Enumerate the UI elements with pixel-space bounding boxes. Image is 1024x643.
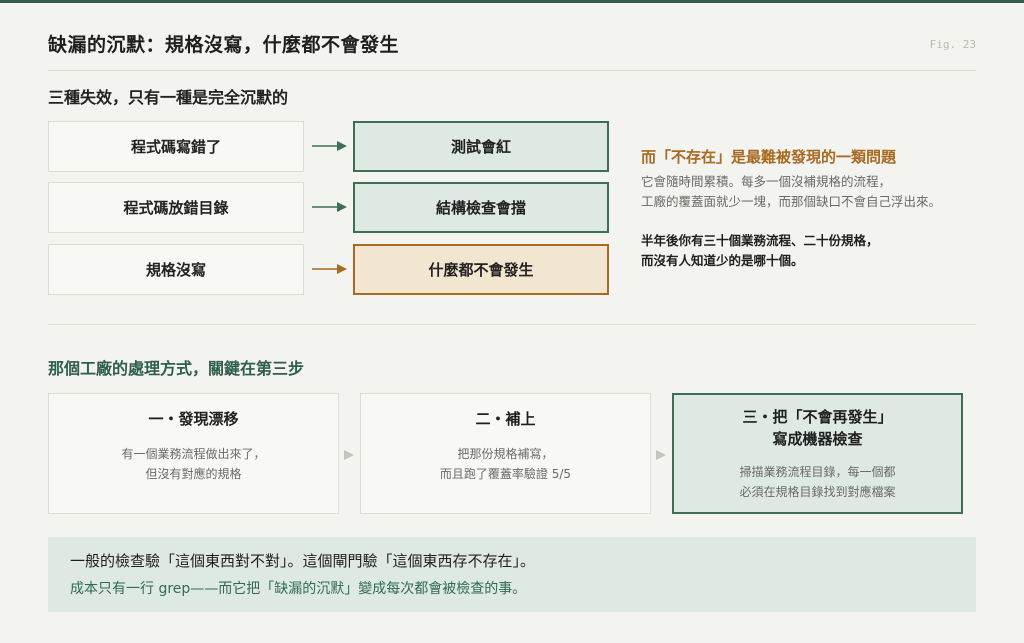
step-1-discover-drift: 一・發現漂移 有一個業務流程做出來了， 但沒有對應的規格 — [48, 393, 339, 514]
step-3-machine-check: 三・把「不會再發生」 寫成機器檢查 掃描業務流程目錄，每一個都 必須在規格目錄找… — [672, 393, 963, 514]
side-note-paragraph-1: 它會隨時間累積。每多一個沒補規格的流程， 工廠的覆蓋面就少一塊，而那個缺口不會自… — [641, 174, 942, 209]
footer-callout: 一般的檢查驗「這個東西對不對」。這個閘門驗「這個東西存不存在」。 成本只有一行 … — [48, 537, 976, 612]
outcome-box-nothing-happens: 什麼都不會發生 — [353, 244, 609, 295]
step-2-backfill: 二・補上 把那份規格補寫， 而且跑了覆蓋率驗證 5/5 — [360, 393, 651, 514]
page-title: 缺漏的沉默：規格沒寫，什麼都不會發生 — [48, 34, 400, 56]
cause-box-spec-missing: 規格沒寫 — [48, 244, 304, 295]
outcome-box-test-red: 測試會紅 — [353, 121, 609, 172]
chevron-right-icon — [656, 450, 666, 460]
cause-box-code-wrong: 程式碼寫錯了 — [48, 121, 304, 172]
side-note-paragraph-2: 半年後你有三十個業務流程、二十份規格， 而沒有人知道少的是哪十個。 — [641, 233, 879, 268]
arrow-right-icon — [312, 264, 347, 274]
footer-line-1: 一般的檢查驗「這個東西對不對」。這個閘門驗「這個東西存不存在」。 — [70, 552, 536, 570]
section-divider — [48, 324, 976, 325]
arrow-right-icon — [312, 202, 347, 212]
section1-heading: 三種失效，只有一種是完全沉默的 — [48, 88, 289, 107]
cause-box-wrong-directory: 程式碼放錯目錄 — [48, 182, 304, 233]
arrow-right-icon — [312, 141, 347, 151]
figure-label: Fig. 23 — [929, 38, 976, 51]
top-accent-rule — [0, 0, 1024, 3]
outcome-box-structure-check: 結構檢查會擋 — [353, 182, 609, 233]
chevron-right-icon — [344, 450, 354, 460]
footer-line-2: 成本只有一行 grep——而它把「缺漏的沉默」變成每次都會被檢查的事。 — [70, 581, 527, 597]
section2-heading: 那個工廠的處理方式，關鍵在第三步 — [48, 359, 305, 378]
side-note-heading: 而「不存在」是最難被發現的一類問題 — [641, 148, 897, 166]
title-divider — [48, 70, 976, 71]
